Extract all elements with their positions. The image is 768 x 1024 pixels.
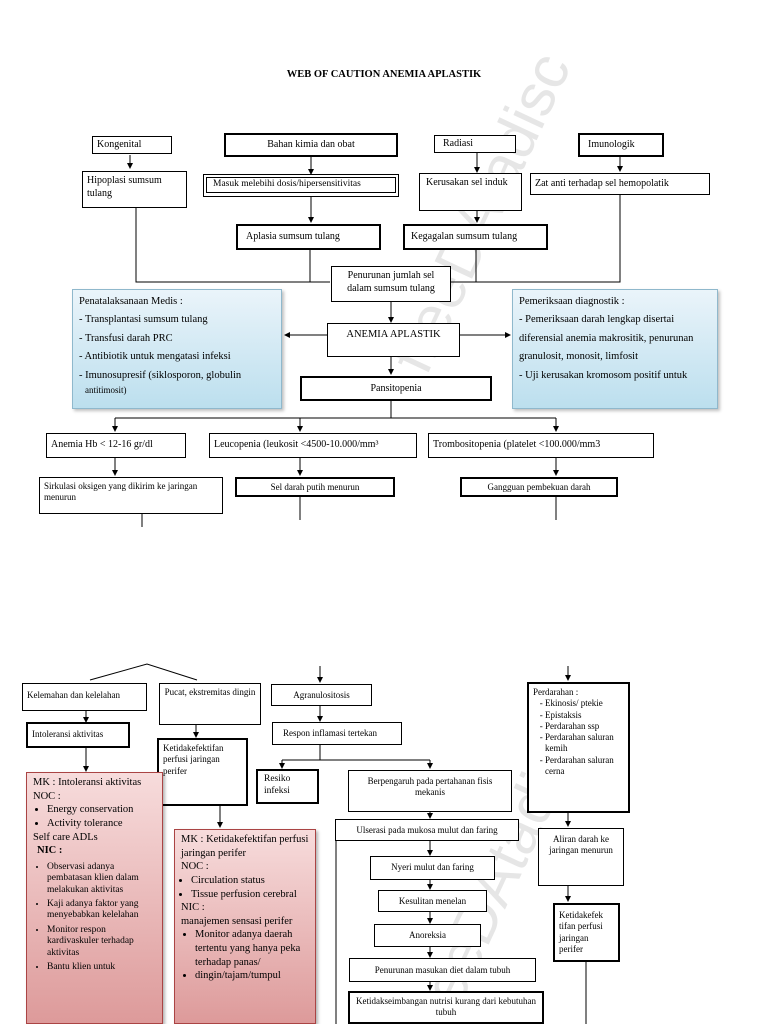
perdarahan-item: Perdarahan saluran kemih <box>545 732 624 755</box>
mk1-nic: NIC : <box>37 845 63 857</box>
perdarahan-item: Perdarahan ssp <box>545 721 624 732</box>
leucopenia: Leucopenia (leukosit <4500-10.000/mm³ <box>209 433 417 458</box>
mk2-nic-item: dingin/tajam/tumpul <box>195 969 309 983</box>
penatalaksanaan-list: Transplantasi sumsum tulang Transfusi da… <box>79 311 275 385</box>
penurunan-jumlah-sel: Penurunan jumlah sel dalam sumsum tulang <box>331 266 451 302</box>
diagram-title: WEB OF CAUTION ANEMIA APLASTIK <box>286 69 482 80</box>
gangguan-pembekuan: Gangguan pembekuan darah <box>460 477 618 497</box>
anemia-aplastik-center: ANEMIA APLASTIK <box>327 323 460 357</box>
ketidakefektifan-perfusi-2: Ketidakefek tifan perfusi jaringan perif… <box>553 903 620 962</box>
penatalaksanaan-item: Transfusi darah PRC <box>79 330 275 348</box>
anoreksia: Anoreksia <box>374 924 481 947</box>
anemia-hb: Anemia Hb < 12-16 gr/dl <box>46 433 186 458</box>
mk2-noc: NOC : <box>181 861 209 873</box>
mk2-noc-item: Tissue perfusion cerebral <box>191 888 309 902</box>
pemeriksaan-heading: Pemeriksaan diagnostik : <box>519 296 625 307</box>
mk2-nic-list: Monitor adanya daerah tertentu yang hany… <box>181 928 309 983</box>
mk1-nic-item: Monitor respon kardivaskuler terhadap ak… <box>47 925 156 959</box>
penatalaksanaan-item: Imunosupresif (siklosporon, globulin <box>79 367 275 385</box>
penatalaksanaan-heading: Penatalaksanaan Medis : <box>79 296 183 307</box>
mk1-nic-item: Observasi adanya pembatasan klien dalam … <box>47 862 156 896</box>
agranulositosis: Agranulositosis <box>271 684 372 706</box>
resiko-infeksi: Resiko infeksi <box>256 769 319 804</box>
perdarahan-heading: Perdarahan : <box>533 687 579 697</box>
effect-masuk-outer: Masuk melebihi dosis/hipersensitivitas <box>203 174 399 197</box>
cause-imunologik: Imunologik <box>578 133 664 157</box>
nyeri-mulut-faring: Nyeri mulut dan faring <box>370 856 495 880</box>
trombositopenia: Trombositopenia (platelet <100.000/mm3 <box>428 433 654 458</box>
perdarahan-list: Ekinosis/ ptekie Epistaksis Perdarahan s… <box>533 698 624 777</box>
perdarahan-item: Epistaksis <box>545 710 624 721</box>
sirkulasi-oksigen: Sirkulasi oksigen yang dikirim ke jaring… <box>39 477 223 514</box>
kelemahan-kelelahan: Kelemahan dan kelelahan <box>22 683 147 711</box>
mk2-title: MK : Ketidakefektifan perfusi jaringan p… <box>181 834 309 859</box>
kesulitan-menelan: Kesulitan menelan <box>378 890 487 912</box>
intoleransi-aktivitas: Intoleransi aktivitas <box>26 722 130 748</box>
mk1-noc-list: Energy conservation Activity tolerance <box>33 803 156 830</box>
penurunan-masukan-diet: Penurunan masukan diet dalam tubuh <box>349 958 536 982</box>
mk2-nic: NIC : <box>181 902 205 914</box>
penatalaksanaan-item: Transplantasi sumsum tulang <box>79 311 275 329</box>
mk1-noc-item: Energy conservation <box>47 803 156 817</box>
pucat-ekstremitas: Pucat, ekstremitas dingin <box>159 683 261 725</box>
perdarahan-item: Perdarahan saluran cerna <box>545 755 624 778</box>
ketidakefektifan-perfusi-1: Ketidakefektifan perfusi jaringan perife… <box>157 738 248 806</box>
mk2-nic-item: Monitor adanya daerah tertentu yang hany… <box>195 928 309 969</box>
mk1-nic-item: Kaji adanya faktor yang menyebabkan kele… <box>47 899 156 922</box>
ketidakseimbangan-nutrisi: Ketidakseimbangan nutrisi kurang dari ke… <box>348 991 544 1024</box>
pemeriksaan-item: Uji kerusakan kromosom positif untuk <box>519 367 711 385</box>
effect-zat-anti: Zat anti terhadap sel hemopolatik <box>530 173 710 195</box>
aplasia-sumsum-tulang: Aplasia sumsum tulang <box>236 224 381 250</box>
respon-inflamasi: Respon inflamasi tertekan <box>272 722 402 745</box>
cause-bahan-kimia: Bahan kimia dan obat <box>224 133 398 157</box>
mk1-nic-item: Bantu klien untuk <box>47 962 156 973</box>
ulserasi-mukosa: Ulserasi pada mukosa mulut dan faring <box>335 819 519 841</box>
penatalaksanaan-item: Antibiotik untuk mengatasi infeksi <box>79 348 275 366</box>
pemeriksaan-diagnostik-box: Pemeriksaan diagnostik : Pemeriksaan dar… <box>512 289 718 409</box>
effect-kerusakan: Kerusakan sel induk <box>419 173 522 211</box>
penatalaksanaan-medis-box: Penatalaksanaan Medis : Transplantasi su… <box>72 289 282 409</box>
cause-kongenital: Kongenital <box>92 136 172 154</box>
perdarahan-item: Ekinosis/ ptekie <box>545 698 624 709</box>
mk1-title: MK : Intoleransi aktivitas <box>33 777 142 788</box>
mk-ketidakefektifan-box: MK : Ketidakefektifan perfusi jaringan p… <box>174 829 316 1024</box>
mk2-noc-item: Circulation status <box>191 874 309 888</box>
mk1-noc-item: Activity tolerance <box>47 817 156 831</box>
mk1-selfcare: Self care ADLs <box>33 831 98 843</box>
effect-hipoplasi: Hipoplasi sumsum tulang <box>82 171 187 208</box>
mk1-nic-list: Observasi adanya pembatasan klien dalam … <box>33 862 156 974</box>
pemeriksaan-list: Pemeriksaan darah lengkap disertai difer… <box>519 311 711 385</box>
kegagalan-sumsum-tulang: Kegagalan sumsum tulang <box>403 224 548 250</box>
pemeriksaan-item: Pemeriksaan darah lengkap disertai difer… <box>519 311 711 366</box>
mk2-noc-list: Circulation status Tissue perfusion cere… <box>181 874 309 901</box>
effect-masuk: Masuk melebihi dosis/hipersensitivitas <box>206 177 396 193</box>
aliran-darah-menurun: Aliran darah ke jaringan menurun <box>538 828 624 886</box>
berpengaruh-pertahanan: Berpengaruh pada pertahanan fisis mekani… <box>348 770 512 812</box>
mk2-nic-sub: manajemen sensasi perifer <box>181 915 293 927</box>
pansitopenia: Pansitopenia <box>300 376 492 401</box>
penatalaksanaan-tail: antitimosit) <box>85 384 127 395</box>
mk-intoleransi-box: MK : Intoleransi aktivitas NOC : Energy … <box>26 772 163 1024</box>
mk1-noc: NOC : <box>33 790 61 802</box>
cause-radiasi: Radiasi <box>434 135 516 153</box>
sel-darah-putih: Sel darah putih menurun <box>235 477 395 497</box>
perdarahan-box: Perdarahan : Ekinosis/ ptekie Epistaksis… <box>527 682 630 813</box>
